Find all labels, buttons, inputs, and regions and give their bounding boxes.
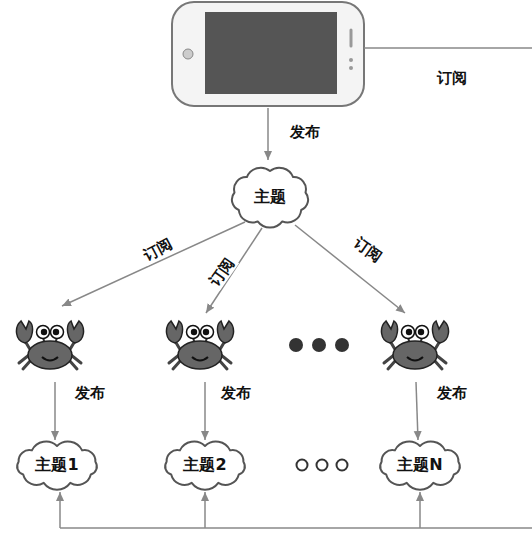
arrow-label: 订阅 <box>139 234 177 266</box>
crab <box>166 321 233 369</box>
arrow-label: 发布 <box>435 384 469 402</box>
arrow-label: 发布 <box>219 384 253 402</box>
arrow-label: 订阅 <box>205 253 239 291</box>
phone <box>172 2 364 106</box>
arrow-label: 发布 <box>288 123 322 141</box>
topic-cloud: 主题 <box>229 166 311 228</box>
arrow-label: 订阅 <box>435 69 469 87</box>
topic-name: 主题 <box>254 187 286 206</box>
topic-name: 主题N <box>397 455 442 474</box>
topic-cloud: 主题2 <box>161 441 249 489</box>
ellipsis-dots <box>289 338 349 352</box>
ellipsis-circles <box>297 460 348 471</box>
topic-name: 主题2 <box>183 455 226 474</box>
topic-cloud: 主题N <box>376 441 464 489</box>
arrows <box>55 48 532 528</box>
crab <box>381 321 448 369</box>
crab <box>16 321 83 369</box>
arrow-label: 发布 <box>73 384 107 402</box>
arrow-label: 订阅 <box>349 233 387 267</box>
topic-cloud: 主题1 <box>13 441 101 489</box>
topic-name: 主题1 <box>35 455 78 474</box>
